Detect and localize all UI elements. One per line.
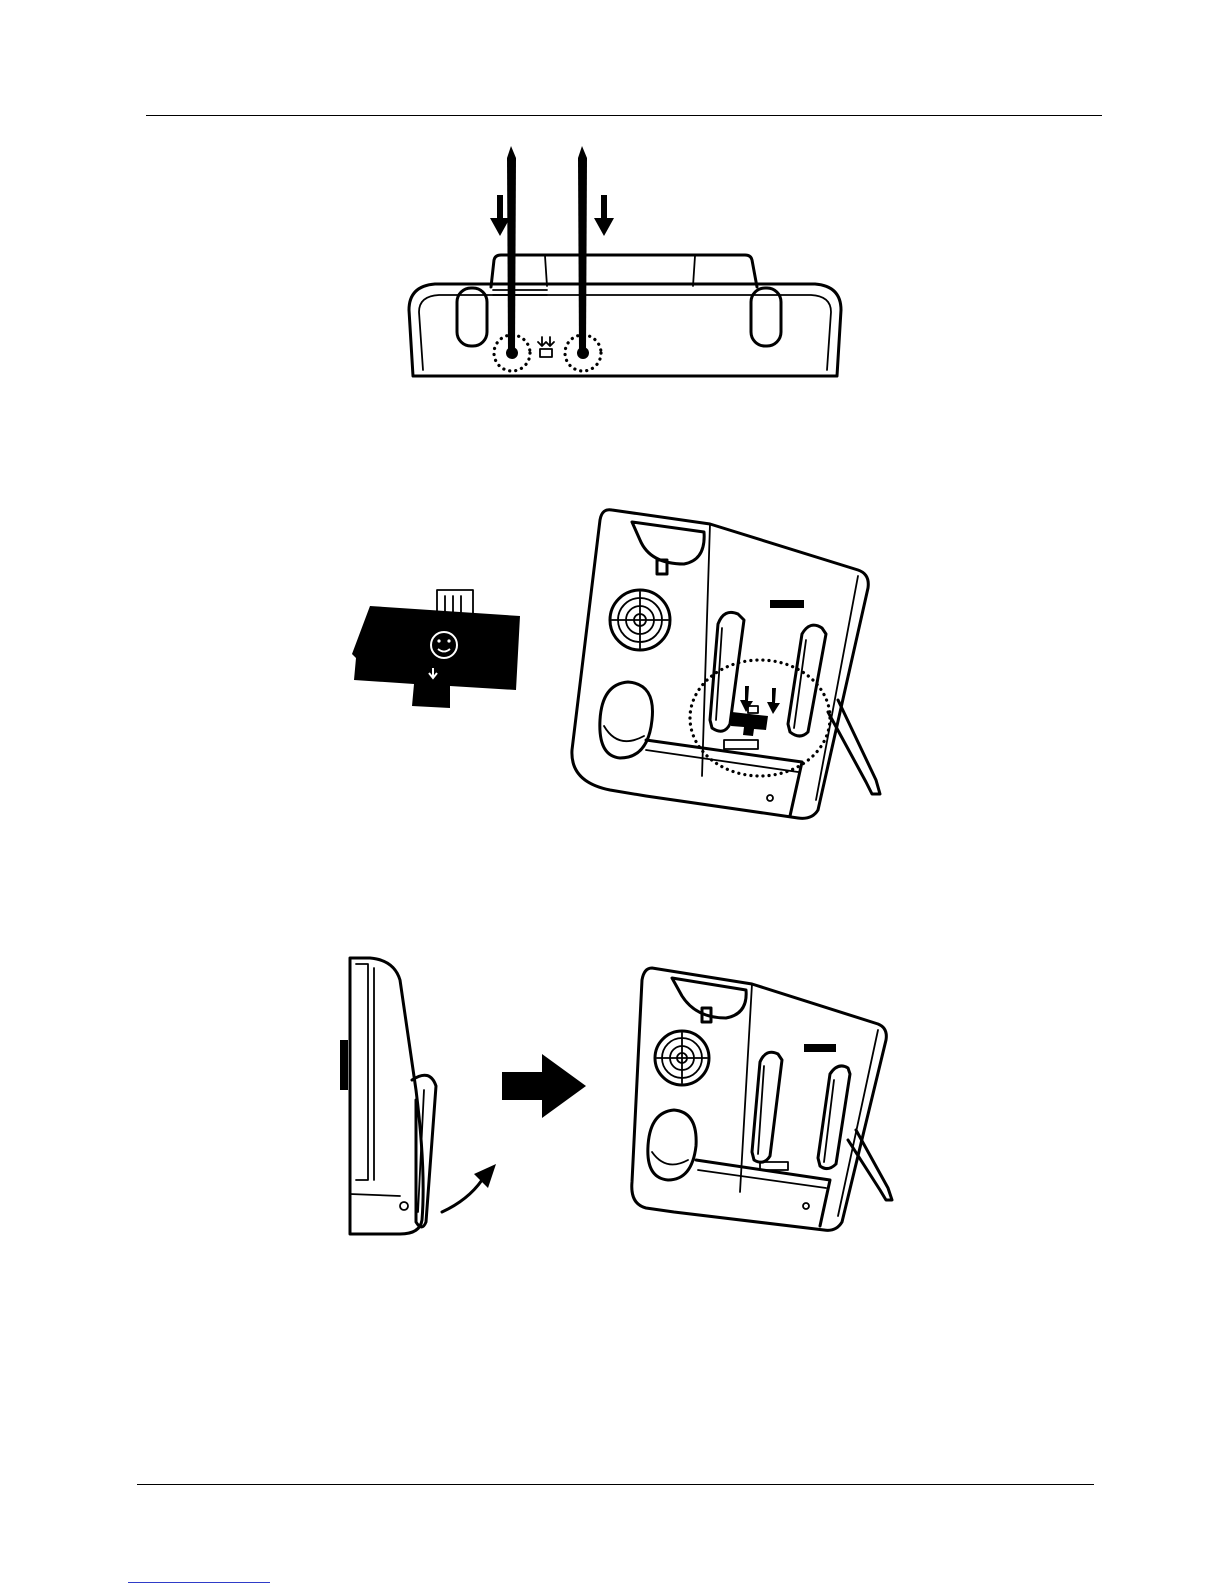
footer-link[interactable] (128, 1568, 270, 1585)
footer-rule (137, 1484, 1094, 1485)
stand-unfold-illustration (330, 950, 910, 1250)
card-module-insertion-illustration (350, 500, 910, 830)
stand-pins-insertion-illustration (395, 140, 855, 385)
header-rule (146, 115, 1102, 116)
footer-link-underline (128, 1582, 270, 1583)
